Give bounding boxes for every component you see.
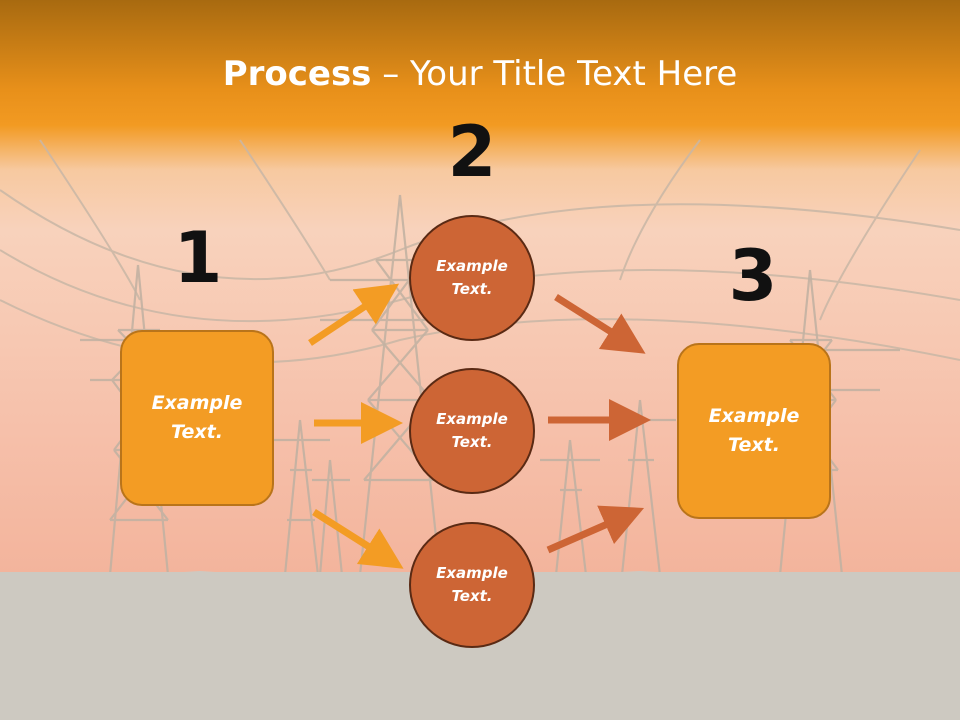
title-rest-part: – Your Title Text Here — [371, 54, 738, 94]
step-2-circle-middle[interactable]: Example Text. — [409, 368, 535, 494]
step-1-text: Example Text. — [151, 392, 243, 443]
arrow-bottom-to-3 — [546, 505, 645, 554]
circle-middle-text: Example Text. — [436, 410, 508, 451]
slide-title: Process – Your Title Text Here — [0, 52, 960, 96]
arrow-top-to-3 — [554, 294, 646, 354]
step-1-box[interactable]: Example Text. — [120, 330, 274, 506]
step-number-1: 1 — [173, 217, 223, 299]
arrow-1-to-top — [308, 283, 400, 346]
step-3-text: Example Text. — [708, 405, 800, 456]
arrow-1-to-bottom — [312, 509, 404, 569]
title-bold-part: Process — [222, 54, 372, 94]
step-2-circle-bottom[interactable]: Example Text. — [409, 522, 535, 648]
circle-bottom-text: Example Text. — [436, 564, 508, 605]
step-number-3: 3 — [728, 235, 778, 317]
circle-top-text: Example Text. — [436, 257, 508, 298]
step-3-box[interactable]: Example Text. — [677, 343, 831, 519]
step-2-circle-top[interactable]: Example Text. — [409, 215, 535, 341]
step-number-2: 2 — [447, 111, 497, 193]
